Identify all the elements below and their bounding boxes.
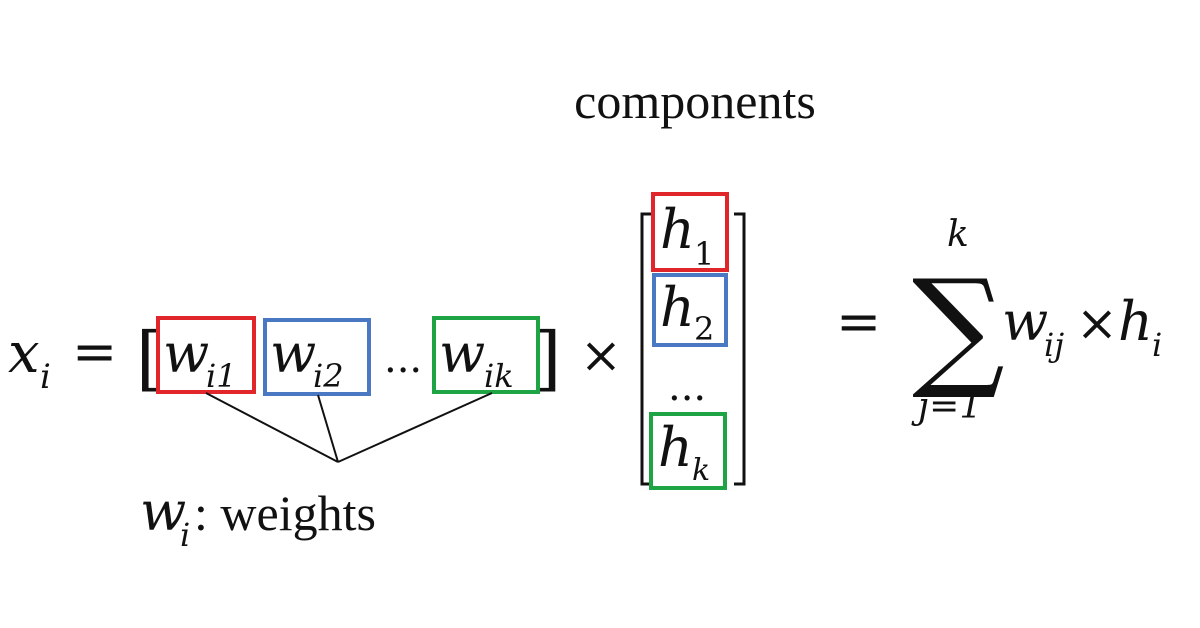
lhs-x: x (8, 321, 40, 386)
sum-upper-limit: k (947, 214, 969, 255)
lhs-x-subscript: i (40, 357, 51, 397)
component-h-1: h (660, 198, 695, 261)
sum-term-w: w (1002, 290, 1048, 353)
component-sub-2: 2 (694, 310, 714, 348)
rhs-equals: = (836, 290, 881, 353)
column-bracket-close (734, 212, 746, 486)
sum-lower-limit: j=1 (911, 386, 982, 427)
column-bracket-open (640, 212, 652, 486)
weight-w-i2: w (270, 322, 316, 385)
weight-w-i1: w (163, 322, 209, 385)
weight-box-i2 (263, 318, 371, 396)
column-ellipsis: ... (668, 364, 706, 410)
weight-box-ik (432, 316, 540, 394)
components-label: components (574, 73, 816, 129)
sum-term-h-subscript: i (1152, 326, 1162, 364)
times-symbol: × (580, 326, 622, 384)
sum-symbol: ∑ (912, 251, 1005, 403)
connector-line-i1 (205, 392, 339, 463)
sum-term-times: × (1076, 294, 1118, 352)
sum-term-h: h (1118, 290, 1153, 353)
weights-label-var: w (140, 480, 186, 543)
connector-line-i2 (317, 394, 339, 463)
component-h-2: h (660, 276, 695, 339)
sum-term-w-subscript: ij (1044, 326, 1064, 364)
component-sub-k: k (692, 453, 710, 488)
weight-w-ik: w (439, 322, 485, 385)
component-h-k: h (658, 416, 693, 479)
weight-box-i1 (156, 316, 256, 394)
weight-sub-i1: i1 (206, 357, 237, 395)
connector-line-ik (337, 392, 493, 463)
lhs-equals: = (72, 320, 117, 383)
component-box-h1 (651, 192, 729, 272)
weights-label-sub: i (180, 516, 190, 554)
weight-sub-ik: ik (484, 357, 514, 395)
component-box-hk (649, 412, 727, 490)
weight-sub-i2: i2 (313, 357, 344, 395)
weights-label-text: : weights (194, 485, 376, 541)
component-sub-1: 1 (694, 235, 714, 273)
row-ellipsis: ... (384, 336, 422, 382)
component-box-h2 (652, 273, 728, 347)
